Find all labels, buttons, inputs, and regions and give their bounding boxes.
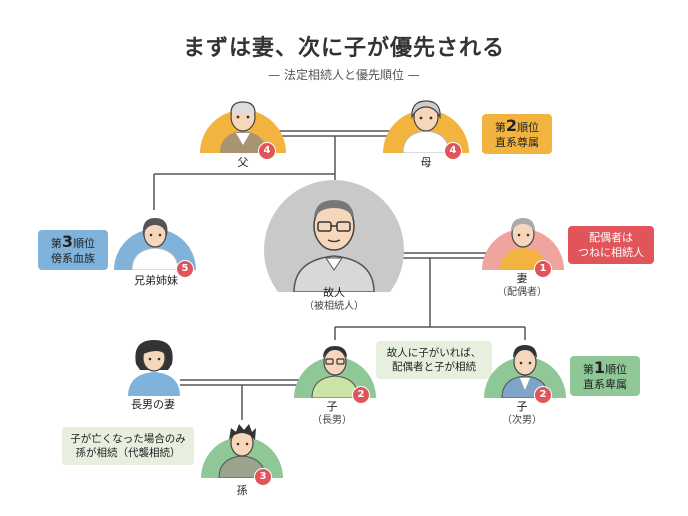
rank3-post: 順位 [73,237,96,250]
grandchild-label: 孫 [236,484,248,497]
second-son-figure [484,340,566,398]
sibling-rank-badge: 5 [176,260,194,278]
eldest-wife-label: 長男の妻 [131,398,175,411]
grandchild-note-line2: 孫が相続（代襲相続） [75,447,181,459]
eldest-son-name: 子 [326,400,338,413]
rank3-group: 傍系血族 [51,252,95,265]
page-subtitle: — 法定相続人と優先順位 — [268,68,420,82]
eldest-son-rank-badge: 2 [352,386,370,404]
spouse-rank-badge: 1 [534,260,552,278]
rank2-num: 2 [505,116,518,135]
children-note-line1: 故人に子がいれば、 [386,347,482,359]
mother-rank-badge: 4 [444,142,462,160]
grandchild-rank-badge: 3 [254,468,272,486]
spouse-sub: （配偶者） [497,287,547,298]
rank2-pre: 第 [494,121,506,134]
rank3-pre: 第 [50,237,62,250]
rank1-num: 1 [593,358,606,377]
rank2-tag: 第2順位 直系尊属 [482,114,552,154]
page-title: まずは妻、次に子が優先される [182,36,505,61]
second-son-label: 子 （次男） [494,400,550,428]
eldest-son-sub: （長男） [312,415,352,426]
grandchild-figure [201,420,283,478]
mother-label: 母 [420,156,432,169]
sibling-label: 兄弟姉妹 [134,274,178,287]
father-rank-badge: 4 [258,142,276,160]
deceased-name: 故人 [323,286,345,299]
spouse-label: 妻 （配偶者） [494,272,550,300]
rank2-group: 直系尊属 [495,136,539,149]
deceased-figure [264,180,404,292]
deceased-sub: （被相続人） [304,301,364,312]
spouse-figure [482,212,564,270]
grandchild-note: 子が亡くなった場合のみ 孫が相続（代襲相続） [62,427,194,465]
rank3-num: 3 [61,232,74,251]
father-label: 父 [237,156,249,169]
rank1-pre: 第 [582,363,594,376]
grandchild-note-line1: 子が亡くなった場合のみ [70,433,186,445]
deceased-label: 故人 （被相続人） [296,286,372,314]
rank3-tag: 第3順位 傍系血族 [38,230,108,270]
spouse-note-tag: 配偶者は つねに相続人 [568,226,654,264]
children-note-line2: 配偶者と子が相続 [392,361,476,373]
second-son-sub: （次男） [502,415,542,426]
second-son-rank-badge: 2 [534,386,552,404]
rank1-post: 順位 [605,363,628,376]
rank1-tag: 第1順位 直系卑属 [570,356,640,396]
rank2-post: 順位 [517,121,540,134]
second-son-name: 子 [516,400,528,413]
eldest-wife-figure [122,334,186,396]
sibling-figure [114,212,196,270]
spouse-name: 妻 [516,272,528,285]
rank1-group: 直系卑属 [583,378,627,391]
spouse-note-line1: 配偶者は [589,231,633,244]
eldest-son-label: 子 （長男） [304,400,360,428]
children-note: 故人に子がいれば、 配偶者と子が相続 [376,341,492,379]
spouse-note-line2: つねに相続人 [578,246,644,259]
